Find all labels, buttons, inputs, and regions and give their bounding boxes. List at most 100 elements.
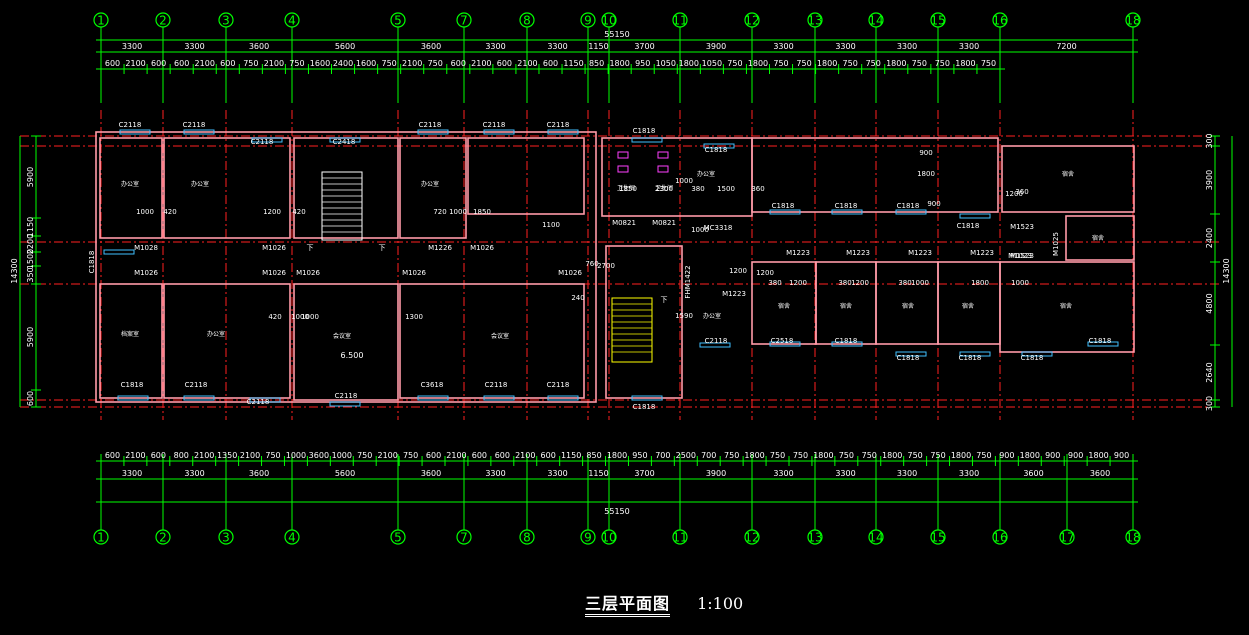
right-dim-value: 2640 xyxy=(1205,362,1214,382)
window-label: C1818 xyxy=(1021,354,1044,362)
top-dim-row2-value: 1050 xyxy=(702,59,722,68)
stair-upper xyxy=(321,171,363,241)
axis-label: 4 xyxy=(288,531,296,545)
door-label: M0821 xyxy=(652,219,676,227)
dim-annotation: 420 xyxy=(268,313,281,321)
axis-label: 14 xyxy=(868,14,883,28)
window xyxy=(183,395,215,401)
axis-bubble xyxy=(1059,529,1075,545)
axis-label: 9 xyxy=(584,531,592,545)
dim-annotation: 1800 xyxy=(917,170,935,178)
top-total-value: 55150 xyxy=(604,30,629,39)
window xyxy=(417,395,449,401)
bottom-dim-row2-value: 700 xyxy=(701,451,716,460)
axis-label: 1 xyxy=(97,14,105,28)
axis-bubble xyxy=(601,529,617,545)
dimension-lines xyxy=(19,27,1233,530)
room-label: 宿舍 xyxy=(1062,170,1074,178)
bottom-dim-row2-value: 2100 xyxy=(377,451,397,460)
axis-label: 8 xyxy=(523,531,531,545)
dim-annotation: 1000 xyxy=(136,208,154,216)
window-label: C1818 xyxy=(957,222,980,230)
room-label: 档案室 xyxy=(121,330,139,338)
top-dim-row2-value: 750 xyxy=(981,59,996,68)
bottom-dim-row2-value: 600 xyxy=(541,451,556,460)
window-label: C2118 xyxy=(251,138,274,146)
room-label: 宿舍 xyxy=(840,302,852,310)
bottom-dim-row2-value: 2100 xyxy=(194,451,214,460)
toilet-fixture xyxy=(617,165,629,173)
dim-annotation: 760 xyxy=(585,260,598,268)
axis-label: 3 xyxy=(222,531,230,545)
axis-bubble xyxy=(868,529,884,545)
dim-annotation: 360 xyxy=(1015,188,1028,196)
axis-label: 4 xyxy=(288,14,296,28)
drawing-scale: 1:100 xyxy=(697,594,744,613)
room-label: 办公室 xyxy=(121,180,139,188)
window-label: C1818 xyxy=(897,354,920,362)
toilet-fixture xyxy=(657,151,669,159)
right-dim-value: 2400 xyxy=(1205,228,1214,248)
top-dim-row2-value: 1800 xyxy=(748,59,768,68)
room-label: 宿舍 xyxy=(1092,234,1104,242)
room-label: 办公室 xyxy=(703,312,721,320)
top-dim-row1-value: 3300 xyxy=(773,42,793,51)
axis-label: 7 xyxy=(460,14,468,28)
bottom-dim-row2-value: 900 xyxy=(1068,451,1083,460)
axis-label: 11 xyxy=(672,531,687,545)
door-label: M1026 xyxy=(470,244,494,252)
window xyxy=(249,397,281,403)
top-dim-row1-value: 3300 xyxy=(897,42,917,51)
dim-annotation: 1200 xyxy=(1005,190,1023,198)
axis-label: 18 xyxy=(1125,531,1140,545)
dim-annotation: 1200 xyxy=(263,208,281,216)
top-dim-row2-value: 2100 xyxy=(195,59,215,68)
bottom-dim-row2-value: 2500 xyxy=(676,451,696,460)
top-dim-row2-value: 600 xyxy=(543,59,558,68)
window-label: C2118 xyxy=(119,121,142,129)
bottom-dim-row2-value: 750 xyxy=(839,451,854,460)
bottom-dim-row2-value: 1800 xyxy=(882,451,902,460)
dim-annotation: 1200 xyxy=(756,269,774,277)
axis-bubble xyxy=(284,12,300,28)
bottom-dim-row2-value: 700 xyxy=(655,451,670,460)
bottom-dim-row2-value: 600 xyxy=(105,451,120,460)
wall-room xyxy=(293,283,399,401)
top-dim-row2-value: 1800 xyxy=(609,59,629,68)
top-dim-row1-value: 3600 xyxy=(249,42,269,51)
top-dim-row2-value: 600 xyxy=(497,59,512,68)
walls xyxy=(95,131,1135,403)
top-dim-row2-value: 600 xyxy=(105,59,120,68)
axis-label: 2 xyxy=(159,14,167,28)
axis-bubble xyxy=(390,529,406,545)
dim-annotation: 420 xyxy=(163,208,176,216)
axis-label: 2 xyxy=(159,531,167,545)
top-dim-row2-value: 1600 xyxy=(356,59,376,68)
window xyxy=(1021,351,1053,357)
window-label: C2118 xyxy=(547,381,570,389)
top-dim-row2-value: 2100 xyxy=(264,59,284,68)
top-dim-row2-value: 2400 xyxy=(333,59,353,68)
wall-room xyxy=(99,283,163,399)
window xyxy=(547,395,579,401)
door-label: M1026 xyxy=(402,269,426,277)
window-label: C1818 xyxy=(121,381,144,389)
door-label: M1026 xyxy=(134,269,158,277)
window xyxy=(1087,341,1119,347)
wall-room xyxy=(751,137,999,213)
wall-room xyxy=(999,261,1135,353)
right-dim-value: 300 xyxy=(1205,396,1214,411)
bottom-dim-row2-value: 750 xyxy=(265,451,280,460)
window xyxy=(103,249,135,255)
bottom-dim-row2-value: 1800 xyxy=(1020,451,1040,460)
window-label: C2518 xyxy=(771,337,794,345)
axis-label: 10 xyxy=(601,14,616,28)
window xyxy=(483,395,515,401)
window-label: C2118 xyxy=(705,337,728,345)
window xyxy=(329,401,361,407)
dim-annotation: 1000 xyxy=(301,313,319,321)
room-label: 宿舍 xyxy=(902,302,914,310)
bottom-dim-row2-value: 800 xyxy=(174,451,189,460)
top-dim-row2-value: 750 xyxy=(935,59,950,68)
bottom-dim-row1-value: 3900 xyxy=(706,469,726,478)
